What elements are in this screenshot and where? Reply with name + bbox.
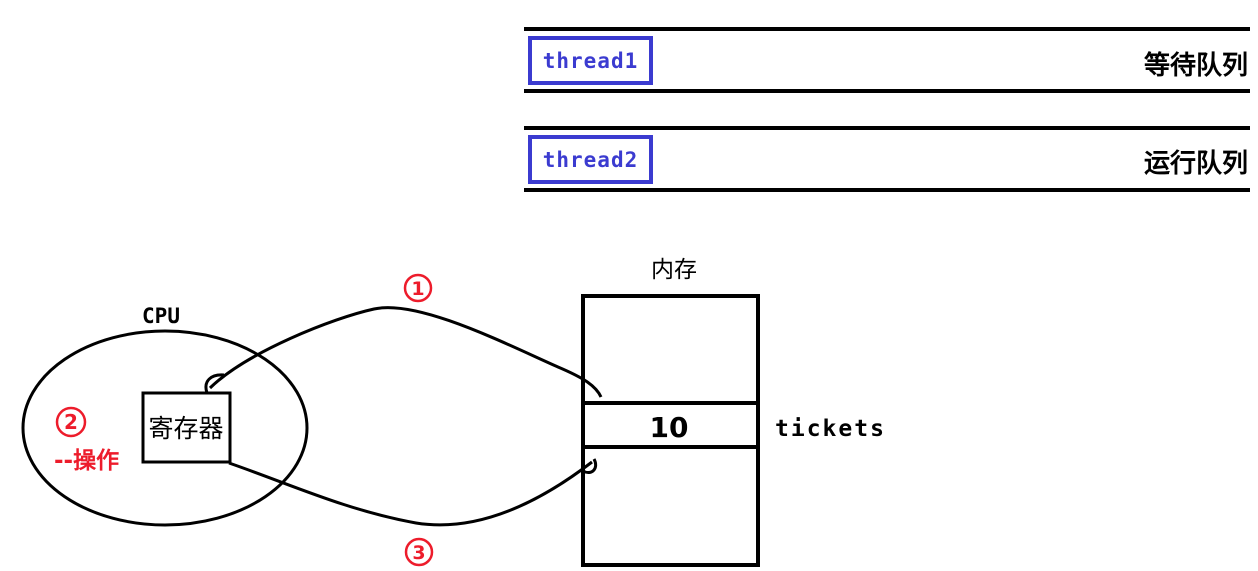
cpu-ellipse xyxy=(21,329,309,527)
thread1-label: thread1 xyxy=(542,48,639,73)
step3-badge: 3 xyxy=(404,537,434,567)
register-box xyxy=(141,391,232,464)
waiting-queue-bottom-line xyxy=(524,89,1250,93)
write-arrow-curve xyxy=(228,460,593,527)
cpu-label: CPU xyxy=(142,304,180,328)
step2-operation-label: --操作 xyxy=(54,448,119,474)
thread2-box: thread2 xyxy=(528,135,653,184)
step1-badge: 1 xyxy=(403,273,433,303)
thread1-box: thread1 xyxy=(528,36,653,85)
running-queue-bottom-line xyxy=(524,188,1250,192)
step1-number: 1 xyxy=(411,278,424,300)
memory-cell-value: 10 xyxy=(650,411,689,444)
read-arrowhead-icon xyxy=(204,373,225,394)
waiting-queue-top-line xyxy=(524,27,1250,31)
running-queue-top-line xyxy=(524,126,1250,130)
step2-badge: 2 xyxy=(55,406,87,438)
waiting-queue-label: 等待队列 xyxy=(1143,51,1248,81)
step2-number: 2 xyxy=(64,410,78,434)
step3-number: 3 xyxy=(412,542,425,564)
read-arrow-curve xyxy=(208,306,603,398)
write-arrowhead-icon xyxy=(582,458,598,474)
tickets-variable-label: tickets xyxy=(775,416,886,442)
memory-label: 内存 xyxy=(651,257,697,283)
thread2-label: thread2 xyxy=(542,147,639,172)
running-queue-label: 运行队列 xyxy=(1143,149,1248,179)
register-label: 寄存器 xyxy=(148,414,223,443)
memory-box xyxy=(581,294,760,567)
